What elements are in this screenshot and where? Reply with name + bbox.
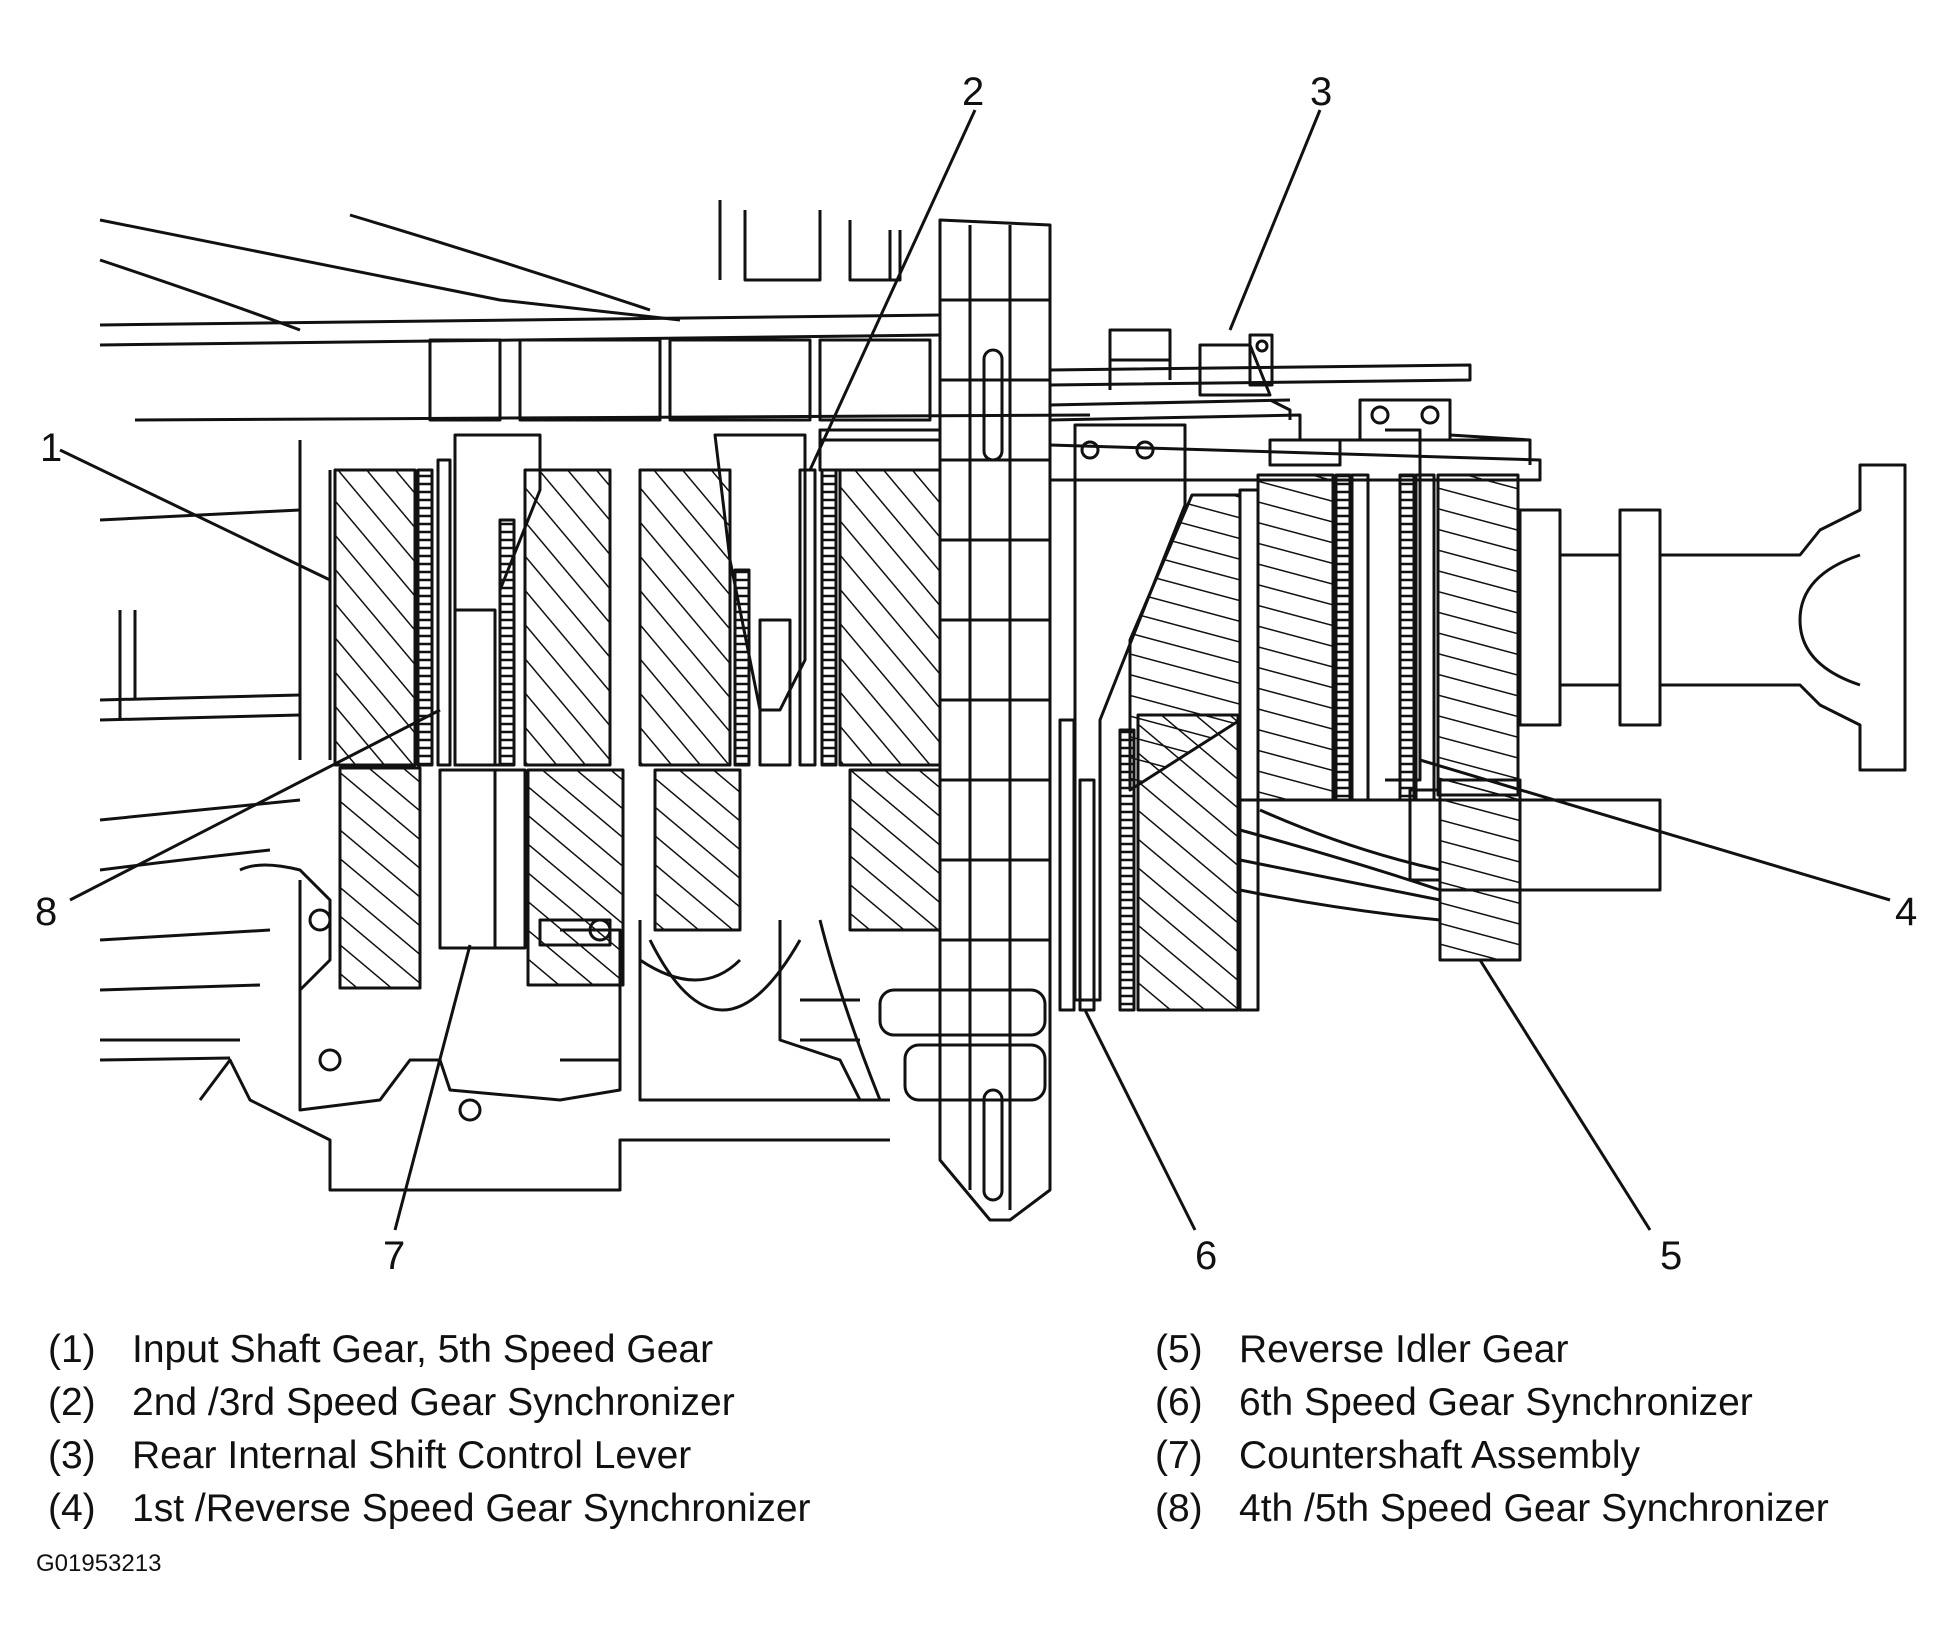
legend-item-6: (6) 6th Speed Gear Synchronizer [1155, 1381, 1753, 1425]
leader-lines [59, 109, 1891, 1231]
legend-item-1: (1) Input Shaft Gear, 5th Speed Gear [48, 1328, 713, 1372]
callout-7: 7 [383, 1234, 406, 1278]
legend-label: 6th Speed Gear Synchronizer [1239, 1381, 1753, 1424]
right-gear-cluster [1239, 473, 1662, 962]
callout-5: 5 [1660, 1234, 1683, 1278]
legend-item-3: (3) Rear Internal Shift Control Lever [48, 1434, 691, 1478]
callout-6: 6 [1195, 1234, 1218, 1278]
input-shaft-gear [333, 468, 417, 767]
legend-label: Input Shaft Gear, 5th Speed Gear [132, 1328, 714, 1371]
legend-label: Countershaft Assembly [1239, 1434, 1641, 1477]
figure-id: G01953213 [36, 1550, 162, 1577]
legend-label: Rear Internal Shift Control Lever [132, 1434, 692, 1477]
output-yoke [1518, 463, 1907, 772]
legend-label: 4th /5th Speed Gear Synchronizer [1239, 1487, 1829, 1530]
legend-num: (5) [1155, 1328, 1203, 1371]
legend-num: (6) [1155, 1381, 1203, 1424]
legend-num: (7) [1155, 1434, 1203, 1477]
center-plate [878, 218, 1052, 1222]
legend-num: (8) [1155, 1487, 1203, 1530]
callout-4: 4 [1895, 890, 1918, 934]
legend-label: 1st /Reverse Speed Gear Synchronizer [132, 1487, 811, 1530]
legend-label: Reverse Idler Gear [1239, 1328, 1569, 1371]
sixth-speed-region [1058, 423, 1260, 1012]
legend-item-5: (5) Reverse Idler Gear [1155, 1328, 1568, 1372]
callout-1: 1 [40, 426, 63, 470]
legend-item-7: (7) Countershaft Assembly [1155, 1434, 1640, 1478]
legend-num: (4) [48, 1487, 96, 1530]
callout-3: 3 [1310, 70, 1333, 114]
legend-label: 2nd /3rd Speed Gear Synchronizer [132, 1381, 735, 1424]
legend-item-4: (4) 1st /Reverse Speed Gear Synchronizer [48, 1487, 811, 1531]
legend-num: (1) [48, 1328, 96, 1371]
callout-2: 2 [962, 70, 985, 114]
legend-num: (3) [48, 1434, 96, 1477]
legend-num: (2) [48, 1381, 96, 1424]
callout-8: 8 [35, 890, 58, 934]
legend-item-8: (8) 4th /5th Speed Gear Synchronizer [1155, 1487, 1829, 1531]
legend-item-2: (2) 2nd /3rd Speed Gear Synchronizer [48, 1381, 735, 1425]
left-case [99, 440, 332, 1062]
